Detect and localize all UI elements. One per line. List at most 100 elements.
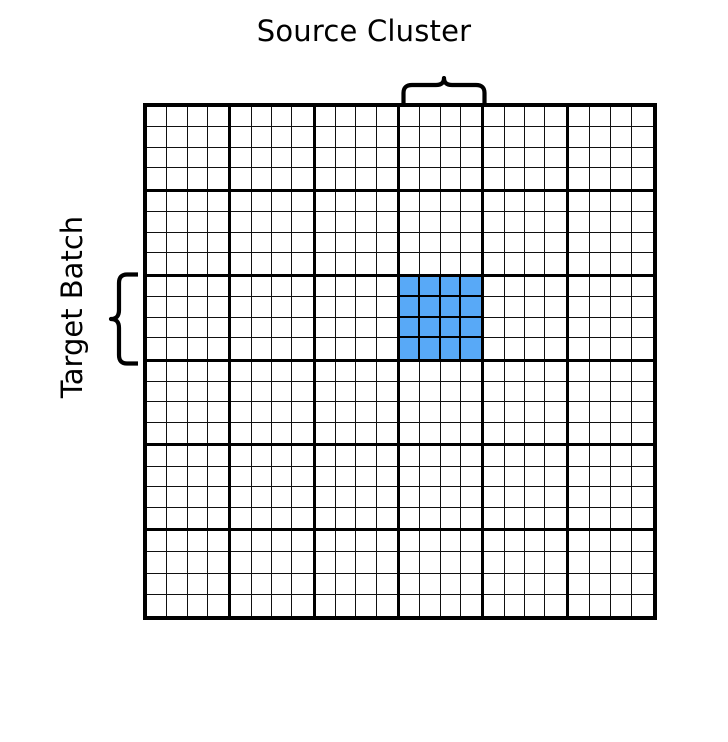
grid-cell	[271, 446, 293, 467]
grid-cell	[440, 361, 461, 382]
grid-cell	[590, 507, 611, 529]
grid-block	[315, 531, 400, 616]
grid-cell	[356, 487, 377, 508]
grid-cell	[292, 423, 312, 443]
grid-block	[484, 361, 569, 447]
grid-block	[315, 276, 400, 362]
grid-cell	[292, 402, 313, 423]
grid-cell	[631, 574, 653, 595]
grid-cell	[504, 276, 525, 298]
grid-cell	[631, 487, 653, 508]
grid-cell	[631, 233, 653, 254]
grid-cell	[420, 446, 441, 467]
grid-cell	[441, 253, 461, 274]
top-axis-label: Source Cluster	[256, 14, 472, 48]
grid-cell	[568, 127, 590, 148]
grid-cell	[292, 107, 313, 128]
grid-cell	[441, 168, 461, 189]
grid-cell	[631, 127, 653, 148]
grid-cell	[147, 276, 168, 298]
grid-cell	[484, 297, 505, 318]
grid-cell	[377, 338, 397, 358]
grid-cell	[460, 487, 482, 508]
grid-cell	[631, 192, 653, 213]
grid-cell	[356, 147, 377, 169]
grid-cell	[356, 317, 377, 339]
grid-cell	[484, 552, 505, 574]
grid-cell	[207, 318, 229, 339]
grid-cell	[272, 253, 293, 274]
grid-cell	[568, 446, 590, 467]
grid-cell	[167, 531, 188, 553]
grid-cell	[335, 573, 357, 595]
grid-cell	[420, 297, 441, 318]
grid-cell	[632, 508, 653, 528]
grid-cell	[484, 573, 505, 595]
grid-cell	[207, 574, 229, 595]
grid-cell	[315, 381, 336, 403]
grid-cell	[610, 107, 632, 128]
grid-cell	[252, 594, 272, 616]
grid-cell	[569, 507, 590, 529]
grid-cell	[400, 107, 421, 128]
grid-cell	[461, 595, 481, 616]
grid-cell	[631, 362, 653, 382]
grid-cell	[356, 127, 377, 148]
grid-cell	[524, 232, 546, 254]
grid-cell	[251, 191, 272, 213]
grid-cell	[420, 276, 441, 298]
grid-cell	[611, 594, 632, 616]
grid-cell	[147, 127, 168, 148]
grid-cell	[231, 446, 252, 467]
grid-cell	[167, 168, 188, 189]
grid-cell	[484, 168, 505, 189]
grid-cell	[272, 338, 293, 359]
grid-block	[147, 446, 232, 532]
grid-cell	[589, 573, 611, 595]
grid-cell	[504, 466, 525, 488]
grid-cell	[400, 297, 421, 318]
grid-cell	[315, 552, 336, 574]
grid-cell	[400, 191, 421, 213]
grid-cell	[252, 253, 272, 274]
grid-block	[147, 107, 232, 192]
grid-cell	[377, 253, 397, 273]
grid-block	[147, 531, 232, 616]
grid-cell	[292, 467, 313, 488]
grid-cell	[420, 531, 441, 553]
grid-cell	[251, 552, 272, 574]
grid-cell	[568, 107, 590, 128]
grid-cell	[400, 573, 421, 595]
grid-cell	[632, 168, 653, 188]
grid-cell	[187, 446, 208, 467]
grid-cell	[271, 297, 293, 318]
grid-cell	[231, 317, 252, 339]
grid-cell	[440, 381, 461, 403]
grid-cell	[207, 212, 229, 233]
grid-cell	[420, 361, 441, 382]
grid-cell	[400, 507, 421, 529]
grid-cell	[252, 338, 272, 359]
grid-cell	[231, 191, 252, 213]
grid-cell	[589, 466, 611, 488]
grid-cell	[610, 317, 632, 339]
grid-cell	[440, 191, 461, 213]
grid-cell	[420, 381, 441, 403]
grid-cell	[251, 212, 272, 233]
grid-cell	[167, 422, 188, 444]
grid-cell	[147, 446, 168, 467]
grid-cell	[167, 381, 188, 403]
grid-cell	[187, 147, 208, 169]
grid-block	[484, 276, 569, 362]
grid-cell	[187, 297, 208, 318]
grid-cell	[167, 487, 188, 508]
grid-cell	[272, 168, 293, 189]
grid-block	[147, 191, 232, 277]
grid-cell	[589, 232, 611, 254]
grid-cell	[484, 317, 505, 339]
grid-cell	[631, 107, 653, 128]
grid-block	[568, 361, 653, 447]
grid-cell	[400, 381, 421, 403]
grid-cell	[400, 168, 421, 189]
grid-block	[484, 107, 569, 192]
